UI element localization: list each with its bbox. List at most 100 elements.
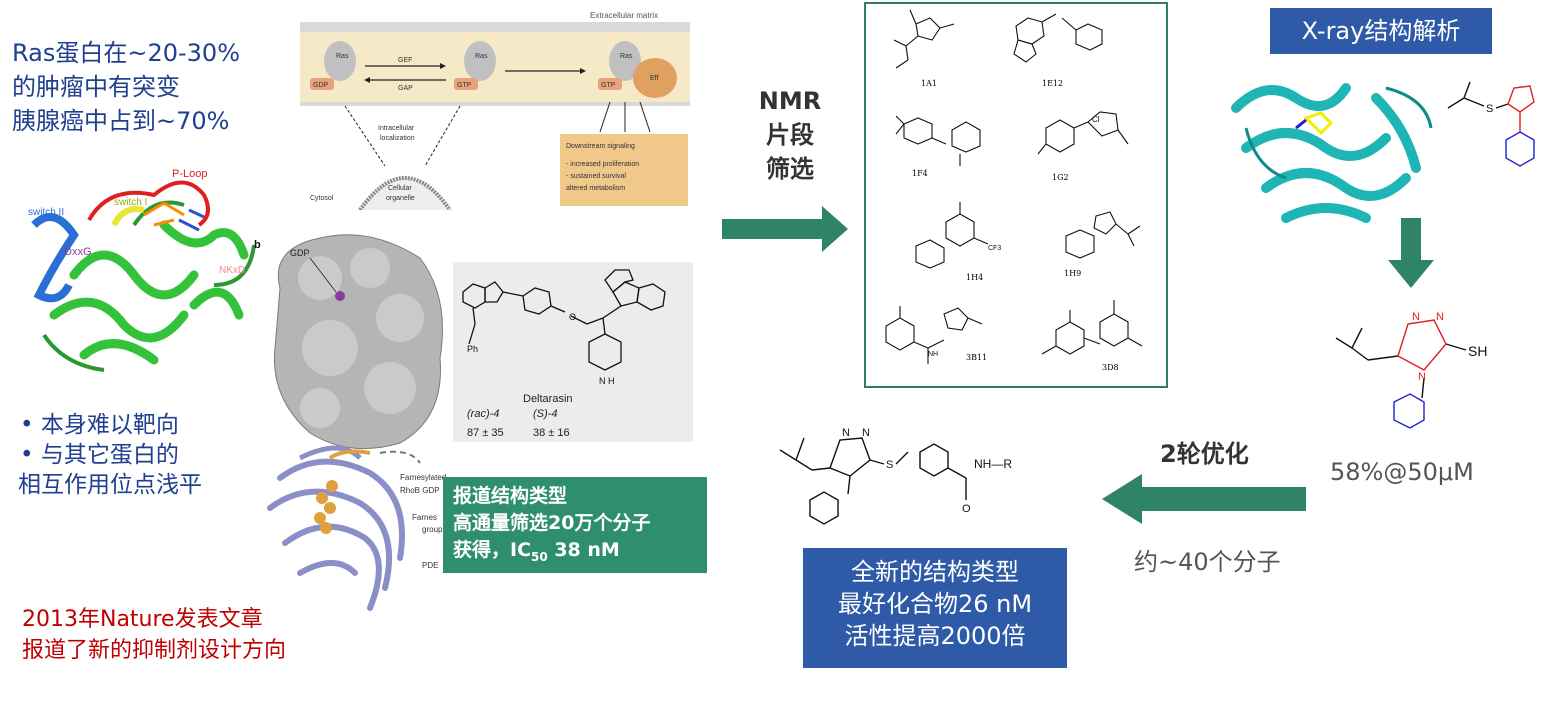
rac-value: 87 ± 35 (467, 427, 504, 439)
nature-note: 2013年Nature发表文章 报道了新的抑制剂设计方向 (22, 604, 286, 666)
ph-label: Ph (467, 344, 478, 354)
extracellular-label: Extracellular matrix (590, 11, 658, 20)
bullet-2: • 与其它蛋白的 (20, 442, 179, 468)
pde-label: PDE (422, 561, 438, 570)
fragment-structures: 1A1 1E12 1F4 1G2 1H4 1H9 3B11 3D8 Cl CF3… (885, 9, 1143, 372)
xray-title-box: X-ray结构解析 (1270, 8, 1492, 54)
opt-n2: N (862, 427, 870, 439)
frag-1a1: 1A1 (921, 79, 937, 88)
xray-s-label: S (1486, 103, 1493, 115)
frag-cl-label: Cl (1092, 115, 1100, 124)
o-label: O (569, 312, 576, 322)
nature-line-2: 报道了新的抑制剂设计方向 (22, 638, 287, 663)
green-line-2: 高通量筛选20万个分子 (453, 512, 651, 534)
ras-label-2: Ras (475, 53, 488, 60)
new-line-2: 最好化合物26 nM (837, 590, 1033, 618)
deltarasin-panel: Ph O N H Deltarasin (rac)-4 (S)-4 87 ± 3… (453, 262, 693, 442)
opt-o: O (962, 503, 971, 515)
intro-line-1: Ras蛋白在~20-30% (12, 39, 241, 67)
fragment-hits-box: 1A1 1E12 1F4 1G2 1H4 1H9 3B11 3D8 Cl CF3… (864, 2, 1168, 388)
new-line-3: 活性提高2000倍 (844, 622, 1026, 650)
gdp-label: GDP (313, 82, 329, 89)
switch-i-label: switch I (114, 197, 147, 208)
hit-sh-label: SH (1468, 343, 1487, 359)
rac-label: (rac)-4 (467, 408, 499, 420)
nkxd-label: NKxD (219, 265, 245, 276)
nmr-line-1: NMR (758, 87, 822, 115)
ras-pde-surface-structure: b GDP Farnesylated RhoB GDP Farnes group… (254, 234, 446, 611)
gtp-label-2: GTP (601, 82, 616, 89)
s-value: 38 ± 16 (533, 427, 570, 439)
intracellular-label: Intracellular (378, 125, 415, 132)
group-label: group (422, 525, 443, 534)
gtp-label-1: GTP (457, 82, 472, 89)
frag-3d8: 3D8 (1102, 363, 1119, 372)
downstream-2: - sustained survival (566, 173, 626, 180)
intro-text: Ras蛋白在~20-30% 的肿瘤中有突变 胰腺癌中占到~70% (12, 36, 240, 138)
gdp-surface-label: GDP (290, 248, 310, 258)
optimization-rounds: 2轮优化 (1160, 440, 1249, 468)
new-scaffold-box: 全新的结构类型 最好化合物26 nM 活性提高2000倍 (803, 548, 1067, 668)
hit-n3: N (1418, 371, 1426, 383)
piperidine-nh-label: N H (599, 376, 615, 386)
bullet-list: • 本身难以靶向 • 与其它蛋白的 相互作用位点浅平 (18, 410, 202, 500)
intro-line-2: 的肿瘤中有突变 (12, 73, 180, 101)
frag-cf3-label: CF3 (988, 245, 1001, 252)
green-line-1: 报道结构类型 (453, 485, 568, 507)
gef-label: GEF (398, 57, 412, 64)
farnesyl-label: Farnes (412, 513, 437, 522)
cytosol-label: Cytosol (310, 195, 334, 202)
frag-1f4: 1F4 (912, 169, 928, 178)
nature-line-1: 2013年Nature发表文章 (22, 607, 263, 632)
downstream-1: - increased proliferation (566, 161, 639, 168)
s-label: (S)-4 (533, 408, 557, 420)
frag-1g2: 1G2 (1052, 173, 1069, 182)
xray-complex-structure: S (1231, 81, 1535, 223)
hit-compound-structure: N N N SH (1335, 311, 1487, 429)
green-line-3-pre: 获得，IC (453, 539, 532, 561)
p-loop-label: P-Loop (172, 168, 207, 180)
organelle-label: organelle (386, 195, 415, 202)
intro-line-3: 胰腺癌中占到~70% (12, 107, 230, 135)
localization-label: localization (380, 135, 415, 142)
eff-label: Eff (650, 75, 658, 82)
hit-n2: N (1436, 311, 1444, 323)
rhob-gdp-label: RhoB GDP (400, 486, 440, 495)
green-line-3-sub: 50 (531, 549, 548, 564)
downstream-title: Downstream signaling (566, 143, 635, 150)
hit-n1: N (1412, 311, 1420, 323)
reported-scaffold-box: 报道结构类型 高通量筛选20万个分子 获得，IC50 38 nM (443, 477, 707, 573)
gap-label: GAP (398, 85, 413, 92)
ras-label-1: Ras (336, 53, 349, 60)
optimized-scaffold-structure: N N S NH—R O (779, 427, 1012, 525)
green-line-3-post: 38 nM (547, 539, 620, 561)
downstream-3: altered metabolism (566, 185, 625, 192)
ras-cycle-figure: Extracellular matrix Ras GDP GEF GAP Ras… (300, 6, 690, 210)
bullet-1: • 本身难以靶向 (20, 412, 179, 438)
panel-b-label: b (254, 239, 261, 251)
hit-activity: 58%@50μM (1330, 458, 1474, 486)
nmr-screening-label: NMR 片段 筛选 (750, 84, 830, 186)
frag-1e12: 1E12 (1042, 79, 1063, 88)
molecule-count: 约~40个分子 (1134, 548, 1281, 576)
switch-ii-label: switch II (28, 207, 64, 218)
opt-n1: N (842, 427, 850, 439)
opt-nhr: NH—R (974, 457, 1012, 471)
right-arrow-to-fragments (722, 206, 848, 252)
cellular-label: Cellular (388, 185, 412, 192)
frag-1h9: 1H9 (1064, 269, 1081, 278)
frag-nh-label: NH (928, 351, 938, 358)
deltarasin-name: Deltarasin (523, 393, 573, 405)
dxxg-label: DxxG (64, 246, 92, 258)
opt-s: S (886, 459, 893, 471)
left-arrow-optimization (1102, 474, 1306, 524)
frag-3b11: 3B11 (966, 353, 987, 362)
green-line-3: 获得，IC50 38 nM (453, 537, 697, 571)
down-arrow-to-hit (1388, 218, 1434, 288)
nmr-line-2: 片段 (766, 121, 814, 149)
bullet-3: 相互作用位点浅平 (18, 472, 202, 498)
nmr-line-3: 筛选 (766, 155, 814, 183)
farnesylated-label: Farnesylated (400, 473, 446, 482)
ras-ribbon-structure: P-Loop switch I switch II DxxG NKxD (28, 168, 256, 372)
ras-label-3: Ras (620, 53, 633, 60)
